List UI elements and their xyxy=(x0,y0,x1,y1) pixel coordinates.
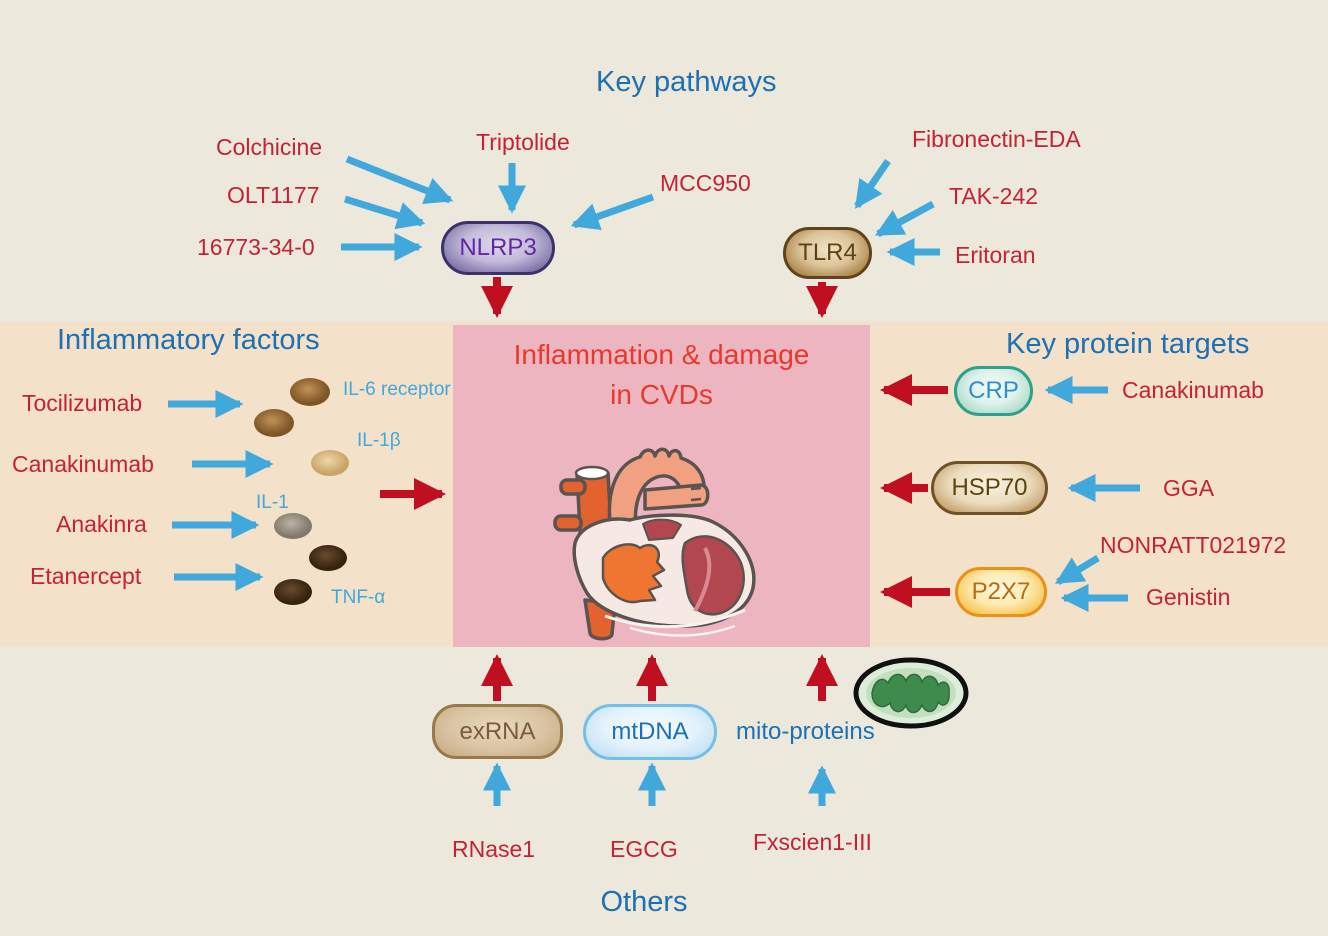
label-gga: GGA xyxy=(1163,475,1215,501)
label-canakinumab-left: Canakinumab xyxy=(12,451,154,477)
nlrp3-pill: NLRP3 xyxy=(441,221,555,275)
arrow-mcc950-to-nlrp3 xyxy=(570,193,655,231)
center-box xyxy=(453,325,870,647)
label-egcg: EGCG xyxy=(610,836,678,862)
label-tak-242: TAK-242 xyxy=(949,183,1039,209)
label-genistin: Genistin xyxy=(1146,584,1231,610)
section-title-others: Others xyxy=(600,886,688,918)
label-mito-proteins: mito-proteins xyxy=(736,718,875,745)
exrna-label: exRNA xyxy=(459,717,536,745)
hsp70-pill: HSP70 xyxy=(931,461,1048,515)
label-triptolide: Triptolide xyxy=(476,129,570,155)
p2x7-pill: P2X7 xyxy=(955,567,1047,617)
label-nonratt021972: NONRATT021972 xyxy=(1100,532,1287,558)
center-title-line1: Inflammation & damage xyxy=(513,339,810,370)
arrow-olt1177-to-nlrp3 xyxy=(343,195,426,230)
label-colchicine: Colchicine xyxy=(216,134,323,160)
section-title-inflammatory-factors: Inflammatory factors xyxy=(57,324,320,356)
center-title-line2: in CVDs xyxy=(610,379,713,410)
tlr4-pill: TLR4 xyxy=(783,227,872,279)
mtdna-label: mtDNA xyxy=(611,718,689,745)
arrow-fibronectin-to-tlr4 xyxy=(854,159,891,209)
arrow-colchicine-to-nlrp3 xyxy=(345,155,454,204)
label-rnase1: RNase1 xyxy=(452,836,536,862)
label-fxscien1-iii: Fxscien1-III xyxy=(753,829,872,855)
crp-pill: CRP xyxy=(954,366,1033,416)
label-tnfa: TNF-α xyxy=(331,587,386,608)
label-il6-receptor: IL-6 receptor xyxy=(343,379,451,400)
p2x7-label: P2X7 xyxy=(971,578,1031,605)
arrow-tak242-to-tlr4 xyxy=(874,200,935,238)
label-il1: IL-1 xyxy=(256,492,289,513)
label-16773-34-0: 16773-34-0 xyxy=(197,234,315,260)
crp-label: CRP xyxy=(968,377,1019,404)
label-tocilizumab: Tocilizumab xyxy=(22,390,143,416)
exrna-pill: exRNA xyxy=(432,704,563,759)
label-mcc950: MCC950 xyxy=(660,170,751,196)
hsp70-label: HSP70 xyxy=(951,474,1028,501)
label-anakinra: Anakinra xyxy=(56,511,147,537)
tlr4-label: TLR4 xyxy=(798,239,857,266)
label-canakinumab-right: Canakinumab xyxy=(1122,377,1264,403)
section-title-key-pathways: Key pathways xyxy=(596,66,777,98)
label-olt1177: OLT1177 xyxy=(227,182,320,208)
section-title-key-protein-targets: Key protein targets xyxy=(1006,328,1250,360)
nlrp3-label: NLRP3 xyxy=(459,234,537,261)
label-fibronectin-eda: Fibronectin-EDA xyxy=(912,126,1081,152)
label-etanercept: Etanercept xyxy=(30,563,142,589)
label-eritoran: Eritoran xyxy=(955,242,1036,268)
label-il1b: IL-1β xyxy=(357,430,401,451)
mtdna-pill: mtDNA xyxy=(583,704,717,760)
